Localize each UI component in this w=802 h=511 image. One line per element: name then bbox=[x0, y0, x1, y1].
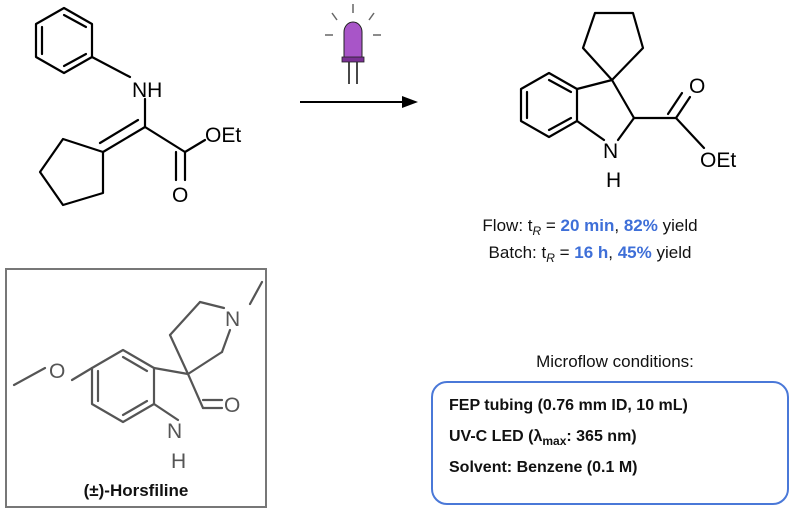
product-h-label: H bbox=[606, 169, 621, 192]
batch-yield: 45% bbox=[617, 243, 652, 262]
flow-time: 20 min bbox=[560, 216, 615, 235]
horsfiline-box bbox=[5, 268, 267, 508]
condition-solvent: Solvent: Benzene (0.1 M) bbox=[449, 459, 638, 476]
reactant-nh-label: NH bbox=[132, 79, 162, 102]
horsfiline-n-label: N bbox=[167, 420, 182, 443]
product-structure: O OEt N H bbox=[519, 11, 736, 192]
flow-yield: 82% bbox=[623, 216, 658, 235]
batch-time: 16 h bbox=[574, 243, 609, 262]
condition-led: UV-C LED (λmax: 365 nm) bbox=[449, 428, 637, 448]
reactant-o-label: O bbox=[172, 184, 188, 207]
horsfiline-methoxy-o: O bbox=[49, 360, 65, 383]
reactant-structure: NH OEt O bbox=[34, 6, 241, 207]
product-o-label: O bbox=[689, 75, 705, 98]
reaction-arrow-icon bbox=[300, 96, 418, 108]
horsfiline-structure: O N O N H bbox=[12, 280, 264, 473]
reactant-oet-label: OEt bbox=[205, 124, 241, 147]
product-n-label: N bbox=[603, 140, 618, 163]
horsfiline-o-label: O bbox=[224, 394, 240, 417]
led-icon bbox=[325, 4, 381, 84]
product-oet-label: OEt bbox=[700, 149, 736, 172]
batch-result: Batch: tR = 16 h, 45% yield bbox=[488, 243, 692, 265]
flow-result: Flow: tR = 20 min, 82% yield bbox=[482, 216, 698, 238]
conditions-box: FEP tubing (0.76 mm ID, 10 mL) UV-C LED … bbox=[431, 381, 789, 505]
horsfiline-label: (±)-Horsfiline bbox=[83, 481, 189, 500]
horsfiline-n-methyl-label: N bbox=[225, 308, 240, 331]
horsfiline-h-label: H bbox=[171, 450, 186, 473]
condition-tubing: FEP tubing (0.76 mm ID, 10 mL) bbox=[449, 397, 688, 414]
conditions-title: Microflow conditions: bbox=[536, 352, 694, 371]
